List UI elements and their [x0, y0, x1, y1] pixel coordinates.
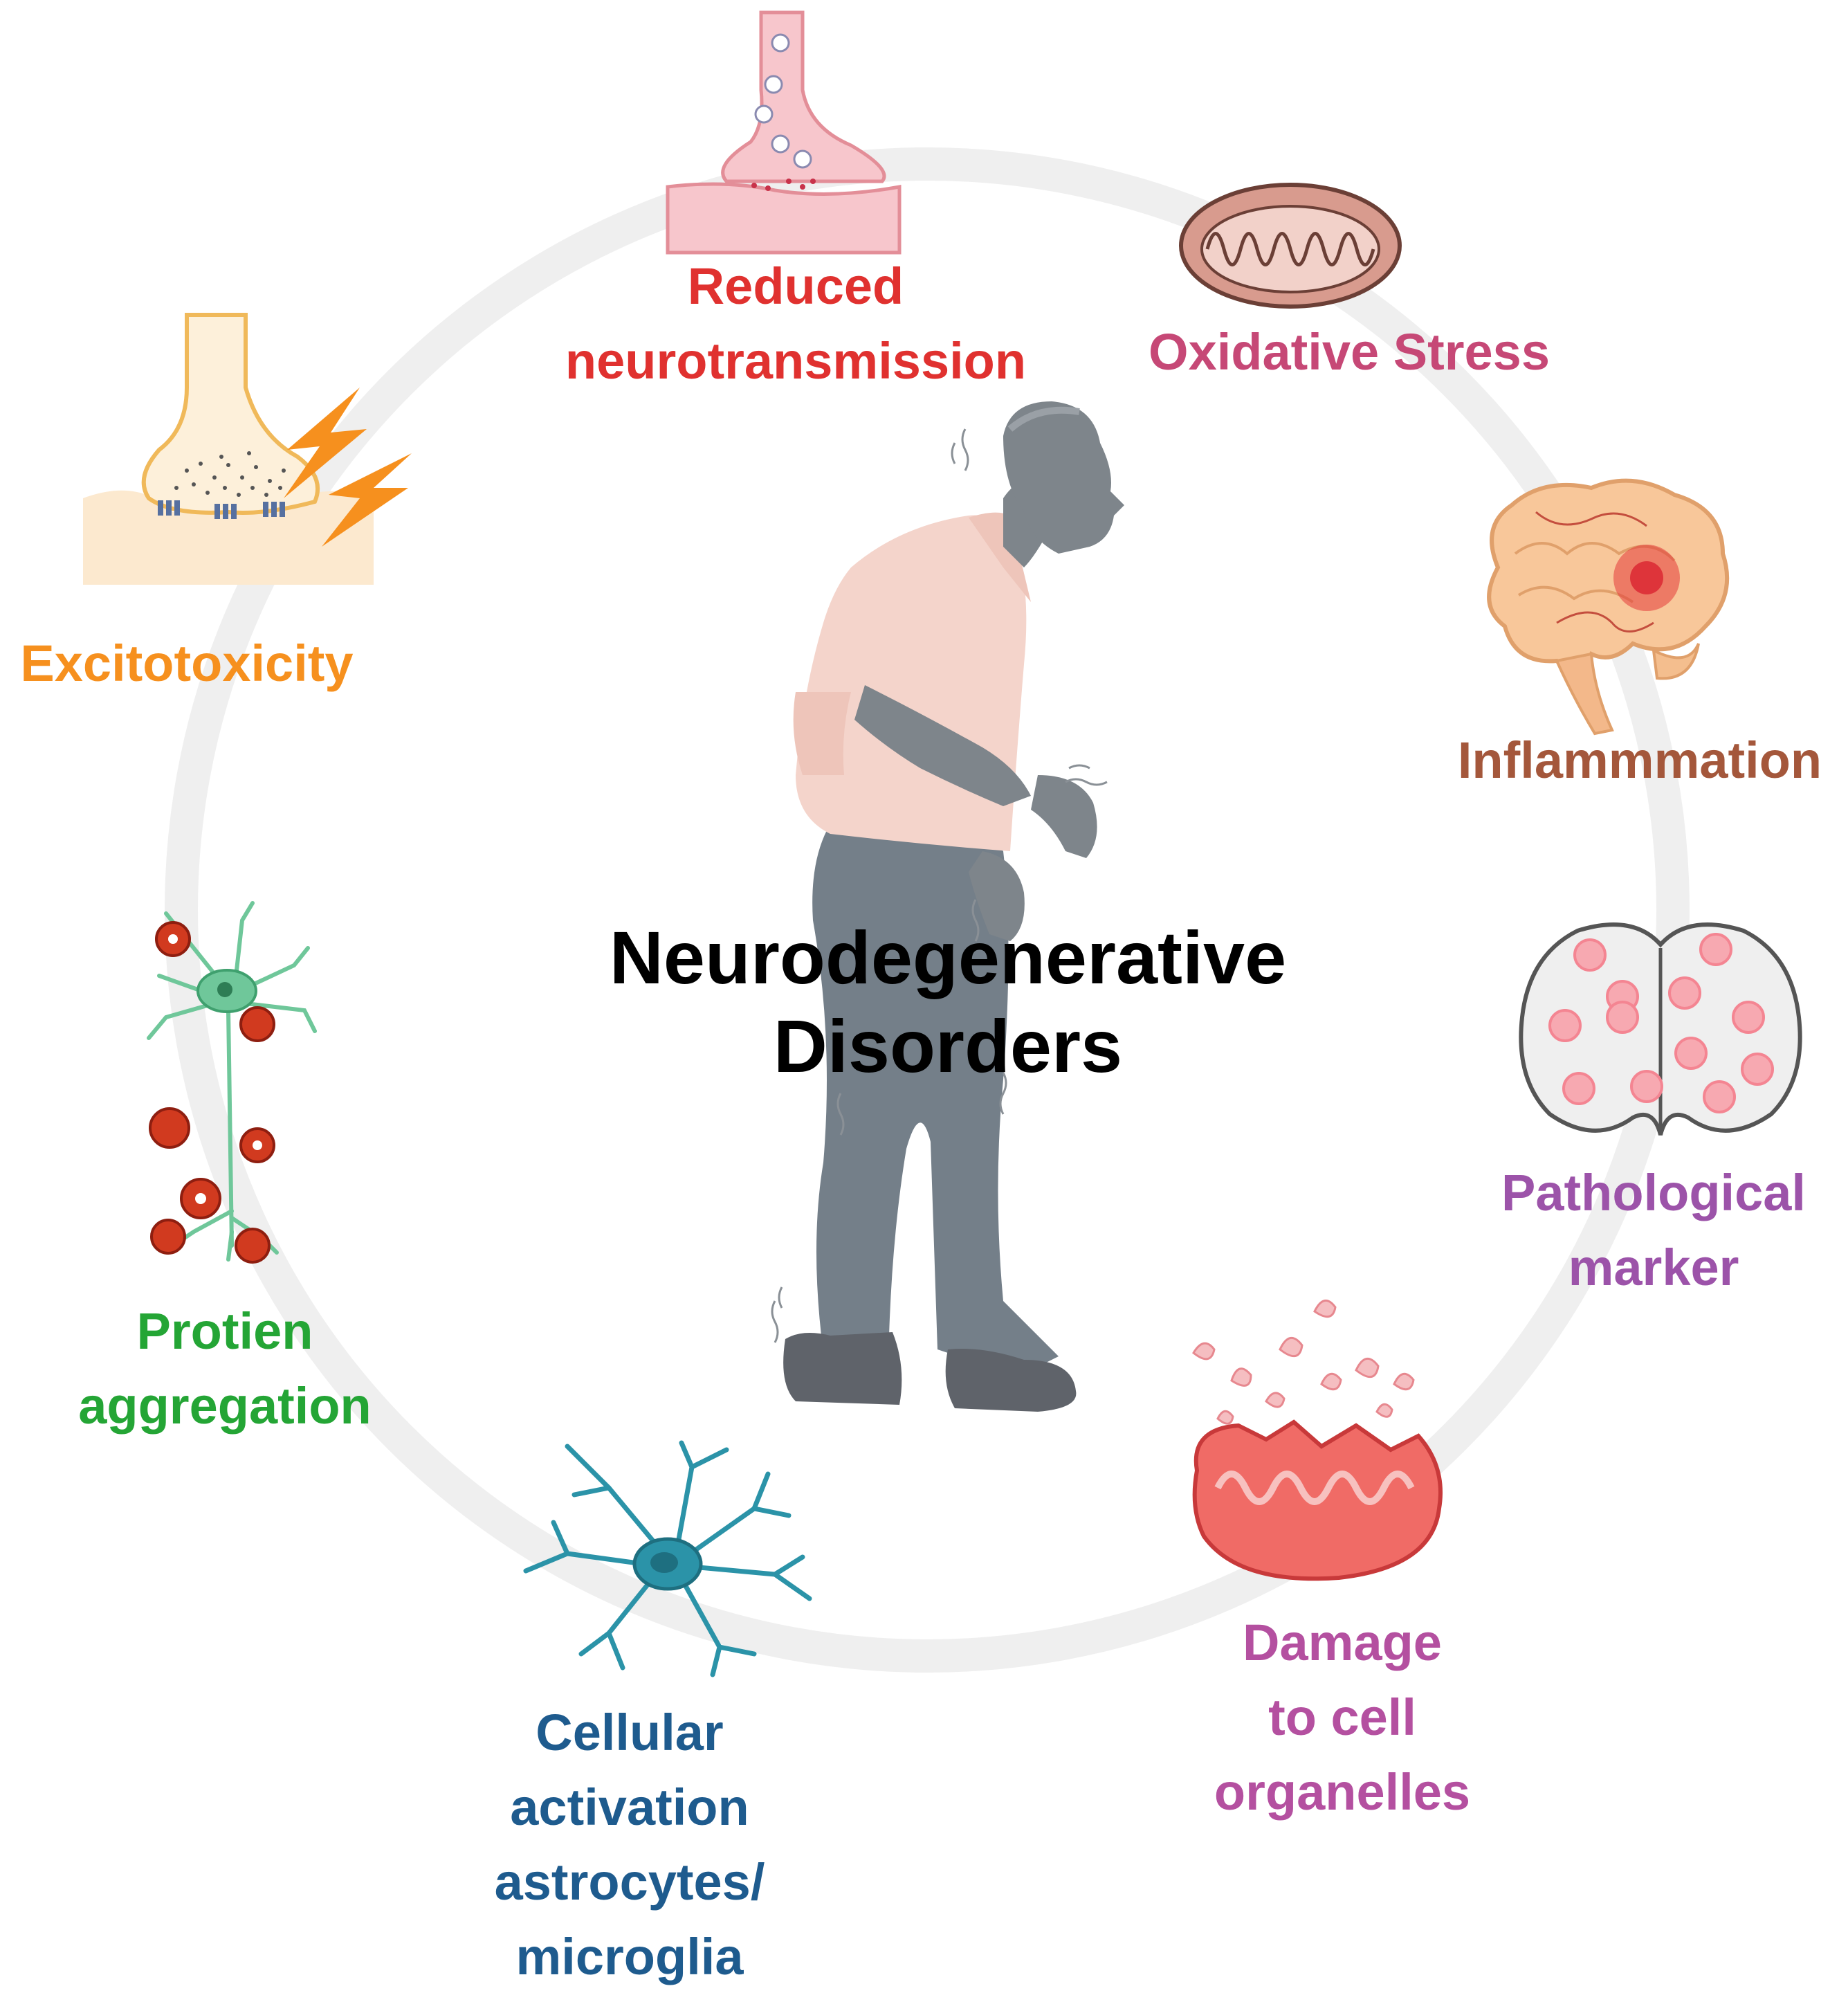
- central-title-line-2: Disorders: [773, 1004, 1123, 1088]
- label-protein-aggregation-line-1: Protien: [136, 1302, 313, 1360]
- label-oxidative-stress: Oxidative Stress: [1114, 315, 1584, 390]
- label-damage-line-2: to cell: [1268, 1689, 1416, 1746]
- label-protein-aggregation: Protien aggregation: [42, 1294, 408, 1444]
- elderly-person-figure: [771, 401, 1124, 1412]
- label-cellular-activation: Cellular activation astrocytes/ microgli…: [429, 1695, 830, 1993]
- astrocyte-icon: [523, 1440, 812, 1677]
- label-oxidative-stress-line-1: Oxidative Stress: [1149, 323, 1550, 381]
- damaged-mitochondrion-icon: [1192, 1300, 1443, 1581]
- label-damage-line-1: Damage: [1243, 1614, 1442, 1671]
- central-title-line-1: Neurodegenerative: [609, 916, 1287, 999]
- label-inflammation: Inflammmation: [1439, 723, 1840, 798]
- tissue-section-icon: [1519, 922, 1802, 1136]
- label-pathological-marker-line-1: Pathological: [1501, 1164, 1806, 1221]
- mitochondrion-icon: [1179, 183, 1402, 309]
- label-damage-to-cell-organelles: Damage to cell organelles: [1162, 1605, 1522, 1830]
- label-pathological-marker-line-2: marker: [1568, 1239, 1739, 1296]
- label-cellular-activation-line-4: microglia: [515, 1928, 744, 1985]
- label-damage-line-3: organelles: [1214, 1763, 1471, 1821]
- label-excitotoxicity: Excitotoxicity: [7, 626, 367, 701]
- cycle-ring: [165, 147, 1690, 1673]
- excitotoxic-synapse-icon: [83, 313, 412, 585]
- label-cellular-activation-line-3: astrocytes/: [494, 1853, 765, 1911]
- label-excitotoxicity-line-1: Excitotoxicity: [20, 635, 354, 692]
- label-pathological-marker: Pathological marker: [1460, 1156, 1847, 1305]
- synapse-icon: [666, 10, 902, 255]
- brain-icon: [1487, 478, 1730, 736]
- label-protein-aggregation-line-2: aggregation: [78, 1377, 372, 1435]
- central-title: Neurodegenerative Disorders: [484, 913, 1411, 1091]
- label-reduced-neurotransmission-line-1: Reduced: [687, 257, 904, 315]
- neuron-plaques-icon: [147, 901, 317, 1264]
- label-cellular-activation-line-1: Cellular: [536, 1704, 724, 1761]
- label-cellular-activation-line-2: activation: [510, 1778, 749, 1836]
- label-reduced-neurotransmission-line-2: neurotransmission: [565, 332, 1027, 390]
- label-reduced-neurotransmission: Reduced neurotransmission: [540, 249, 1052, 399]
- label-inflammation-line-1: Inflammmation: [1457, 731, 1822, 789]
